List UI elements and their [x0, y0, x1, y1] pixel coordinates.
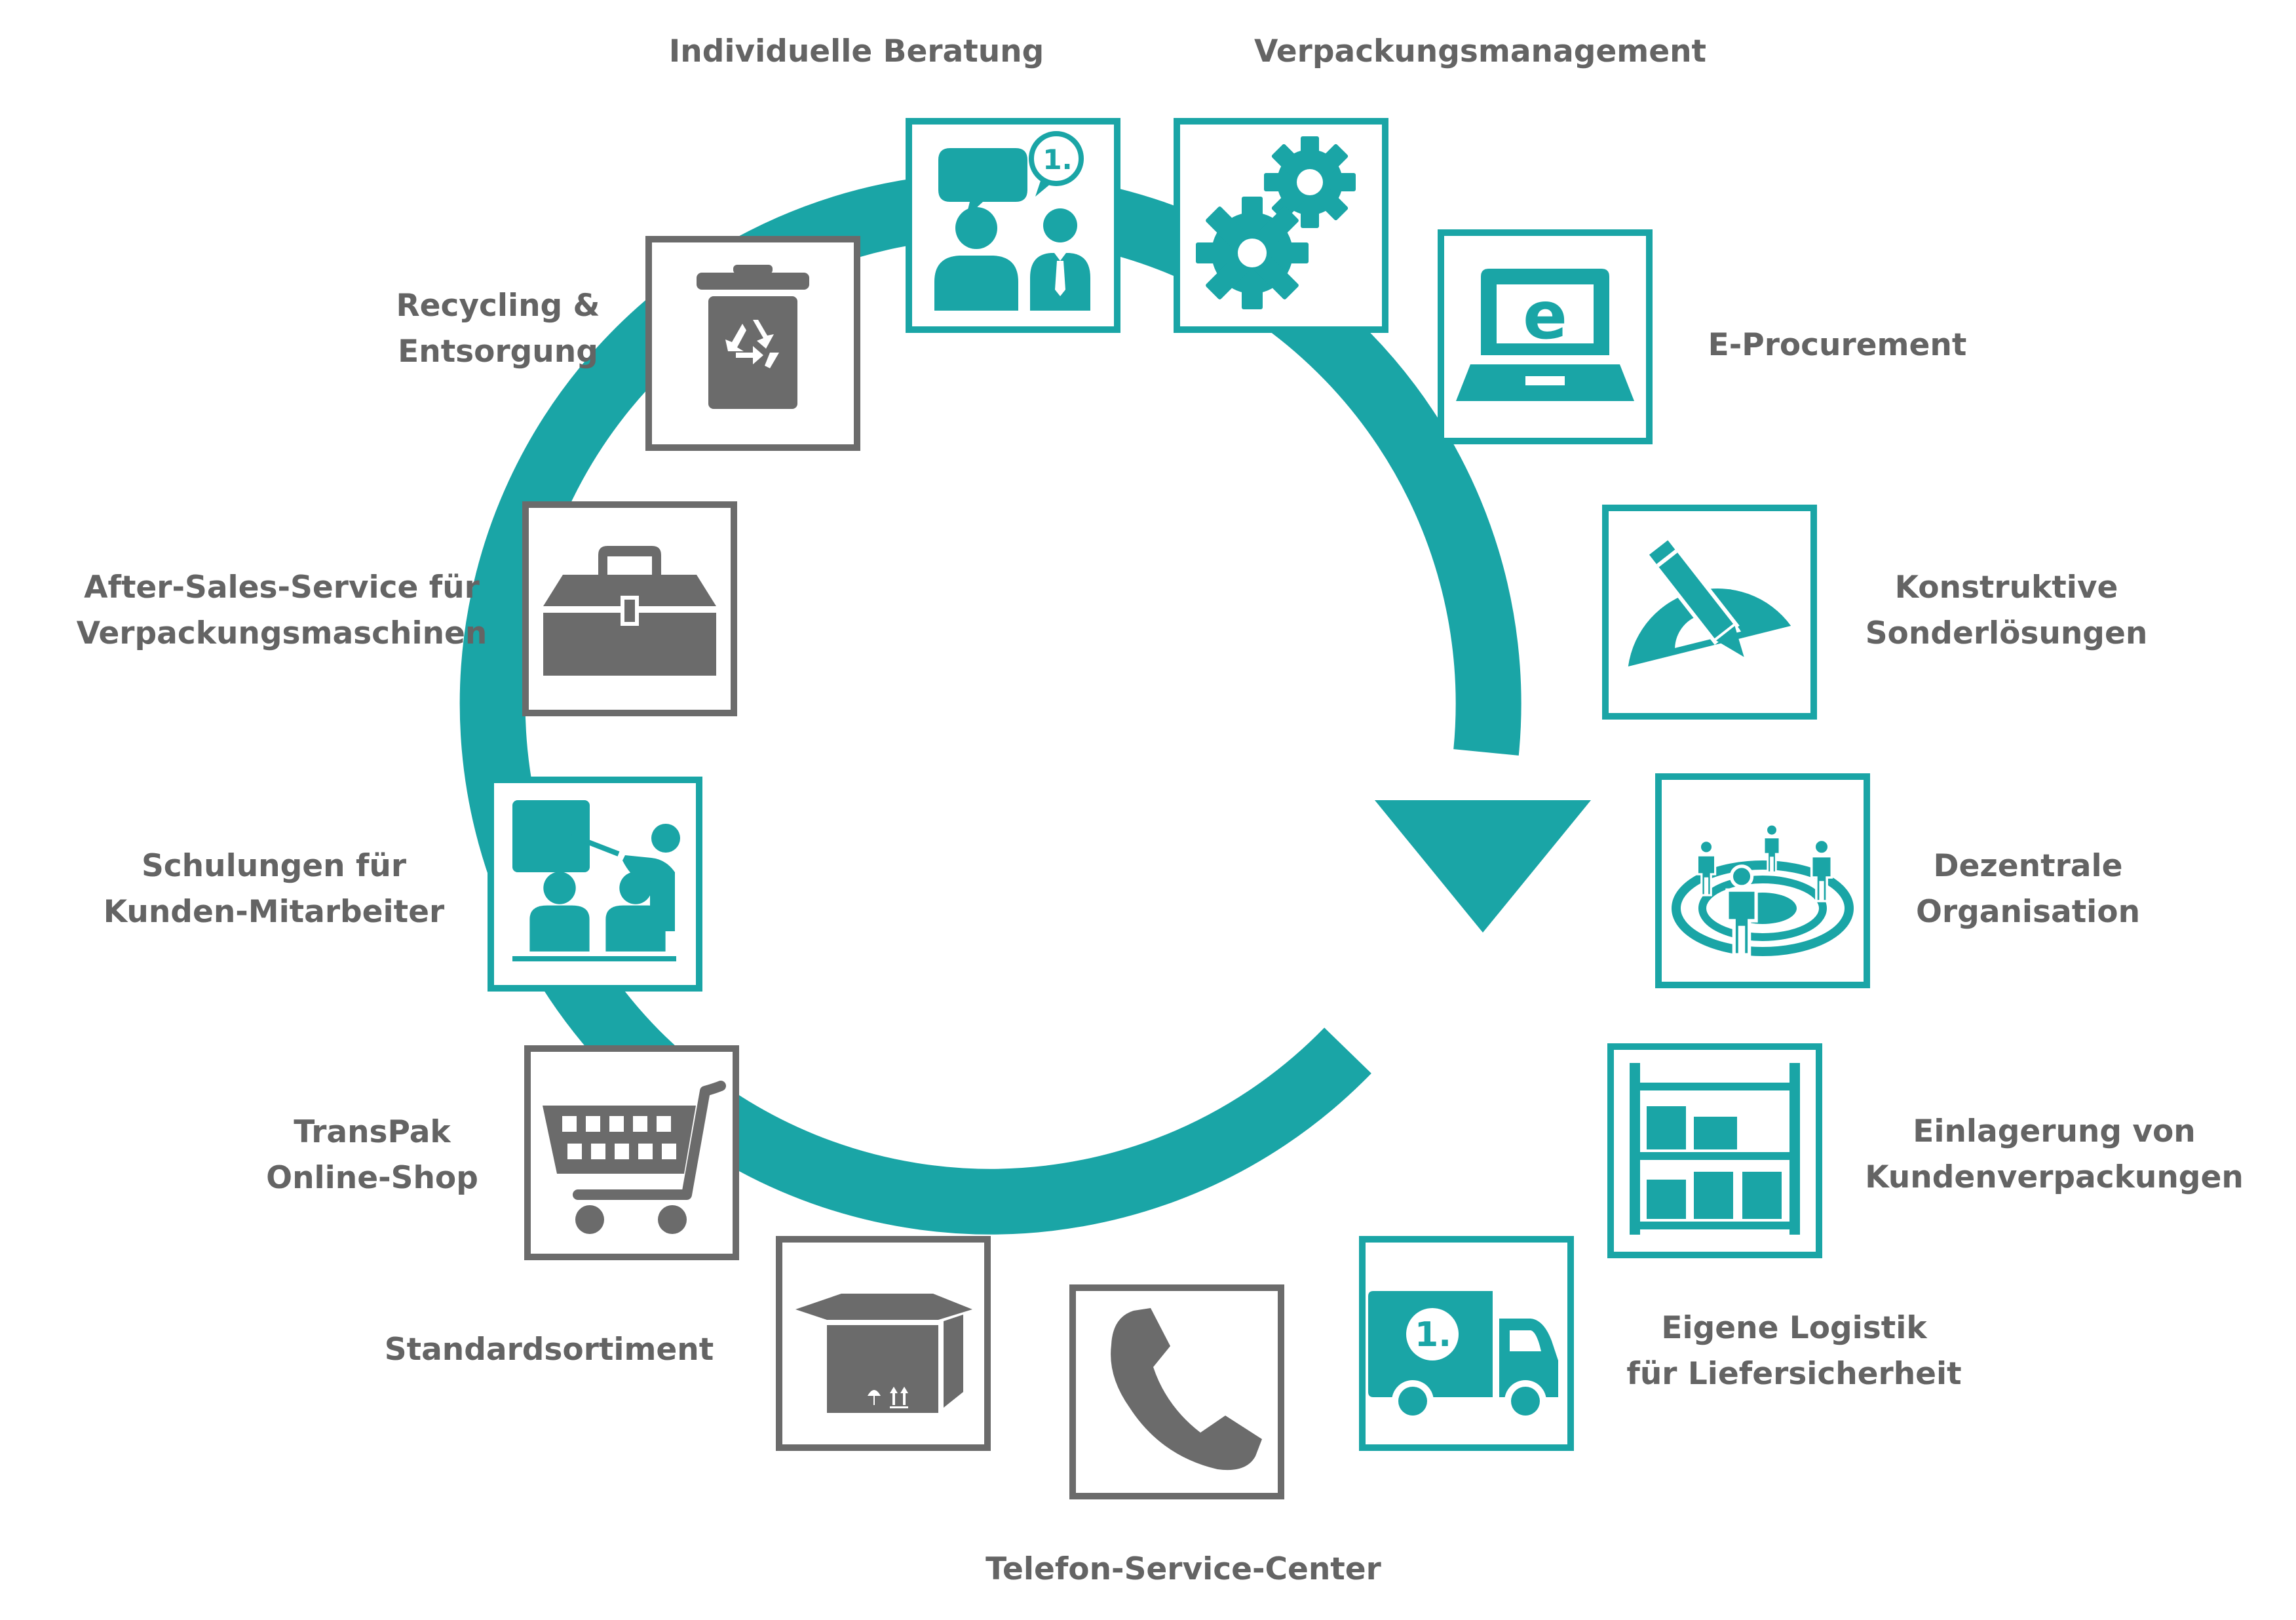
- service-tile-dezentrale: [1655, 773, 1870, 988]
- telephone-handset-icon: [1111, 1308, 1262, 1471]
- shopping-cart-icon: [543, 1081, 726, 1234]
- tile-frame: [1607, 1043, 1822, 1258]
- service-label-beratung: Individuelle Beratung: [668, 33, 1044, 69]
- service-tile-schulungen: [488, 777, 702, 992]
- classroom-training-icon: [512, 800, 680, 961]
- svg-text:1.: 1.: [1415, 1315, 1451, 1355]
- tile-frame: [1069, 1284, 1284, 1499]
- cardboard-box-icon: [795, 1294, 972, 1413]
- laptop-e-icon: e: [1456, 269, 1634, 401]
- cycle-arrow: [459, 172, 1591, 1235]
- svg-text:e: e: [1523, 277, 1567, 354]
- service-tile-aftersales: [522, 501, 737, 716]
- delivery-truck-icon: 1.: [1368, 1291, 1558, 1422]
- service-label-aftersales: After-Sales-Service für Verpackungsmasch…: [76, 569, 488, 651]
- service-tile-verpackungsmanagement: [1174, 118, 1388, 333]
- service-label-onlineshop: TransPak Online-Shop: [266, 1114, 478, 1196]
- service-tile-eprocurement: e: [1438, 229, 1653, 444]
- consultation-speech-bubbles-icon: 1.: [934, 131, 1090, 311]
- svg-text:1.: 1.: [1043, 144, 1072, 176]
- service-label-einlagerung: Einlagerung von Kundenverpackungen: [1865, 1113, 2244, 1195]
- service-label-logistik: Eigene Logistik für Liefersicherheit: [1626, 1310, 1962, 1392]
- service-label-dezentrale: Dezentrale Organisation: [1915, 848, 2141, 930]
- people-target-icon: [1672, 823, 1854, 955]
- cycle-arrow-arc: [459, 172, 1521, 1235]
- service-tile-telefon: [1069, 1284, 1284, 1499]
- service-label-konstruktive: Konstruktive Sonderlösungen: [1865, 569, 2148, 651]
- service-tile-beratung: 1.: [906, 118, 1120, 333]
- gears-icon: [1196, 136, 1356, 309]
- cycle-arrowhead: [1375, 800, 1591, 933]
- pencil-protractor-icon: [1628, 534, 1791, 666]
- service-label-eprocurement: E-Procurement: [1708, 327, 1967, 363]
- service-tile-einlagerung: [1607, 1043, 1822, 1258]
- recycling-bin-icon: [697, 265, 809, 409]
- service-tile-recycling: [645, 236, 860, 451]
- service-label-standardsortiment: Standardsortiment: [384, 1332, 714, 1368]
- service-tile-logistik: 1.: [1359, 1236, 1574, 1451]
- service-tile-onlineshop: [524, 1045, 739, 1260]
- service-label-recycling: Recycling & Entsorgung: [396, 288, 600, 370]
- service-tile-standardsortiment: [776, 1236, 991, 1451]
- service-label-schulungen: Schulungen für Kunden-Mitarbeiter: [103, 848, 445, 930]
- service-tile-konstruktive: [1602, 505, 1817, 720]
- service-label-telefon: Telefon-Service-Center: [985, 1551, 1381, 1587]
- toolbox-icon: [543, 546, 716, 676]
- warehouse-shelf-icon: [1630, 1063, 1800, 1235]
- service-label-verpackungsmanagement: Verpackungsmanagement: [1253, 33, 1707, 69]
